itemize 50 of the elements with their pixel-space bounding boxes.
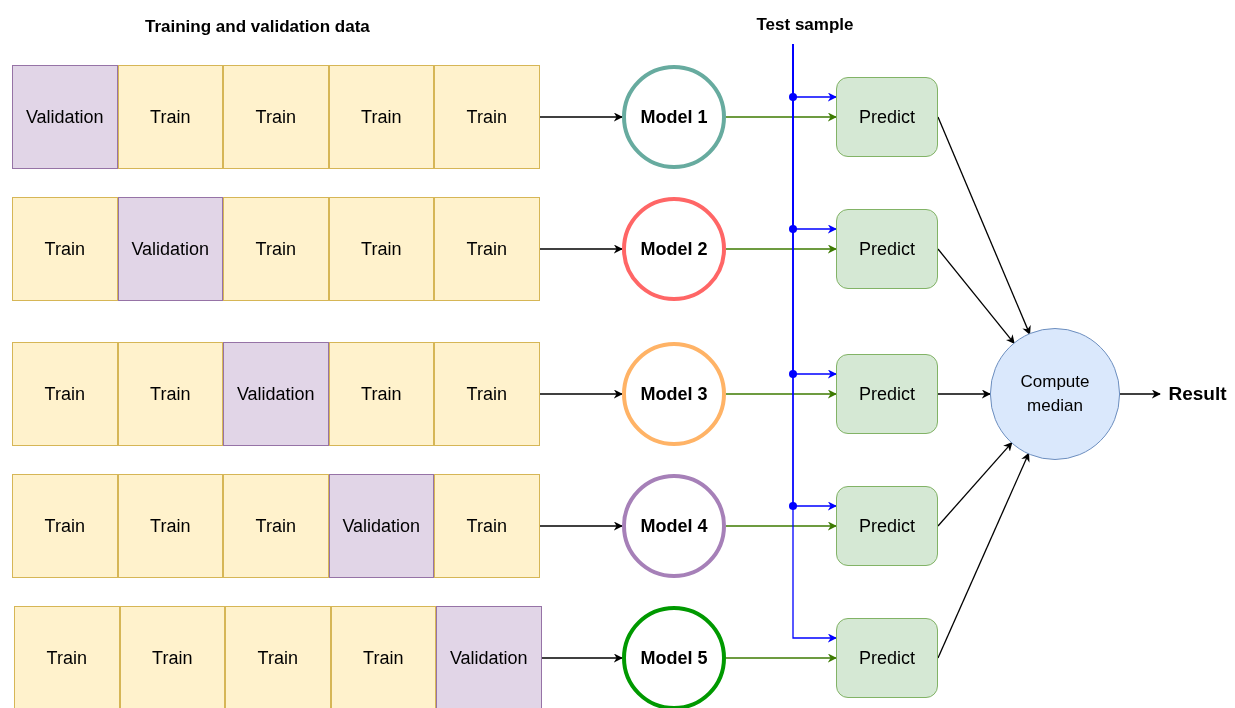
- arrow: [538, 244, 623, 254]
- arrow: [725, 389, 837, 399]
- arrow: [792, 43, 837, 643]
- arrow: [725, 653, 837, 663]
- train-fold-cell: Train: [434, 197, 540, 301]
- arrow: [1119, 389, 1161, 399]
- train-fold-cell: Train: [328, 65, 434, 169]
- train-fold-cell: Train: [223, 197, 329, 301]
- arrow: [725, 521, 837, 531]
- arrow: [937, 116, 1031, 335]
- validation-fold-cell: Validation: [436, 606, 542, 708]
- train-fold-cell: Train: [117, 65, 223, 169]
- arrow: [538, 389, 623, 399]
- train-fold-cell: Train: [117, 474, 223, 578]
- input-label: Test sample: [745, 12, 865, 38]
- train-fold-cell: Train: [117, 342, 223, 446]
- train-fold-cell: Train: [434, 474, 540, 578]
- validation-fold-cell: Validation: [117, 197, 223, 301]
- train-fold-cell: Train: [12, 342, 118, 446]
- train-fold-cell: Train: [12, 197, 118, 301]
- train-fold-cell: Train: [434, 342, 540, 446]
- arrow: [540, 653, 623, 663]
- arrow: [538, 112, 623, 122]
- train-fold-cell: Train: [328, 197, 434, 301]
- train-fold-cell: Train: [223, 474, 329, 578]
- arrow: [725, 112, 837, 122]
- validation-fold-cell: Validation: [223, 342, 329, 446]
- train-fold-cell: Train: [119, 606, 225, 708]
- train-fold-cell: Train: [434, 65, 540, 169]
- arrow: [937, 389, 991, 399]
- predict-box: Predict: [836, 209, 938, 289]
- train-fold-cell: Train: [328, 342, 434, 446]
- train-fold-cell: Train: [12, 474, 118, 578]
- validation-fold-cell: Validation: [12, 65, 118, 169]
- predict-box: Predict: [836, 77, 938, 157]
- train-fold-cell: Train: [223, 65, 329, 169]
- arrow: [725, 244, 837, 254]
- arrow: [937, 248, 1015, 345]
- section-heading: Training and validation data: [145, 16, 370, 38]
- predict-box: Predict: [836, 354, 938, 434]
- arrow: [538, 521, 623, 531]
- train-fold-cell: Train: [330, 606, 436, 708]
- train-fold-cell: Train: [14, 606, 120, 708]
- predict-box: Predict: [836, 486, 938, 566]
- arrow: [937, 441, 1013, 527]
- arrow: [937, 452, 1030, 659]
- output-label: Result: [1160, 381, 1235, 407]
- train-fold-cell: Train: [225, 606, 331, 708]
- predict-box: Predict: [836, 618, 938, 698]
- validation-fold-cell: Validation: [328, 474, 434, 578]
